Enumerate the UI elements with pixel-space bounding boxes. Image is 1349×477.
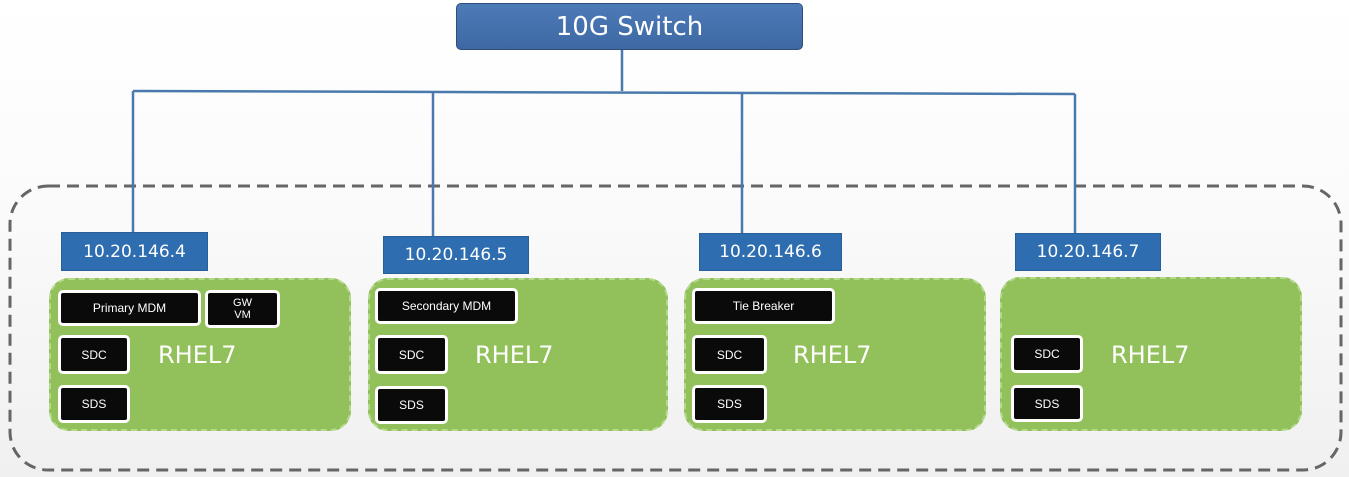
node-2-sdc-chip: SDC	[375, 335, 448, 374]
node-1-gw-vm-chip: GW VM	[205, 290, 280, 328]
node-2-ip-label: 10.20.146.5	[383, 236, 529, 274]
node-4-os-label: RHEL7	[1111, 341, 1190, 369]
node-4-sdc-chip: SDC	[1011, 335, 1083, 373]
switch-bus	[132, 89, 1076, 96]
node-4-sds-chip: SDS	[1011, 385, 1083, 422]
node-2-secondary-mdm-chip: Secondary MDM	[375, 288, 518, 324]
node-1-sds-chip: SDS	[58, 385, 130, 423]
node-2-sds-chip: SDS	[375, 386, 448, 424]
node-1-sdc-chip: SDC	[58, 335, 130, 374]
node-3-tie-breaker-chip: Tie Breaker	[692, 288, 835, 324]
node-1-primary-mdm-chip: Primary MDM	[58, 290, 201, 326]
node-2-os-label: RHEL7	[475, 341, 554, 369]
node-4-ip-label: 10.20.146.7	[1015, 233, 1161, 271]
node-3-sdc-chip: SDC	[692, 335, 767, 374]
node-1-os-label: RHEL7	[158, 341, 237, 369]
cluster-boundary	[8, 184, 1343, 472]
node-3-os-label: RHEL7	[793, 341, 872, 369]
node-3-sds-chip: SDS	[692, 385, 767, 423]
node-1-ip-label: 10.20.146.4	[61, 232, 208, 271]
node-3-ip-label: 10.20.146.6	[699, 233, 842, 271]
switch-box: 10G Switch	[456, 3, 803, 50]
